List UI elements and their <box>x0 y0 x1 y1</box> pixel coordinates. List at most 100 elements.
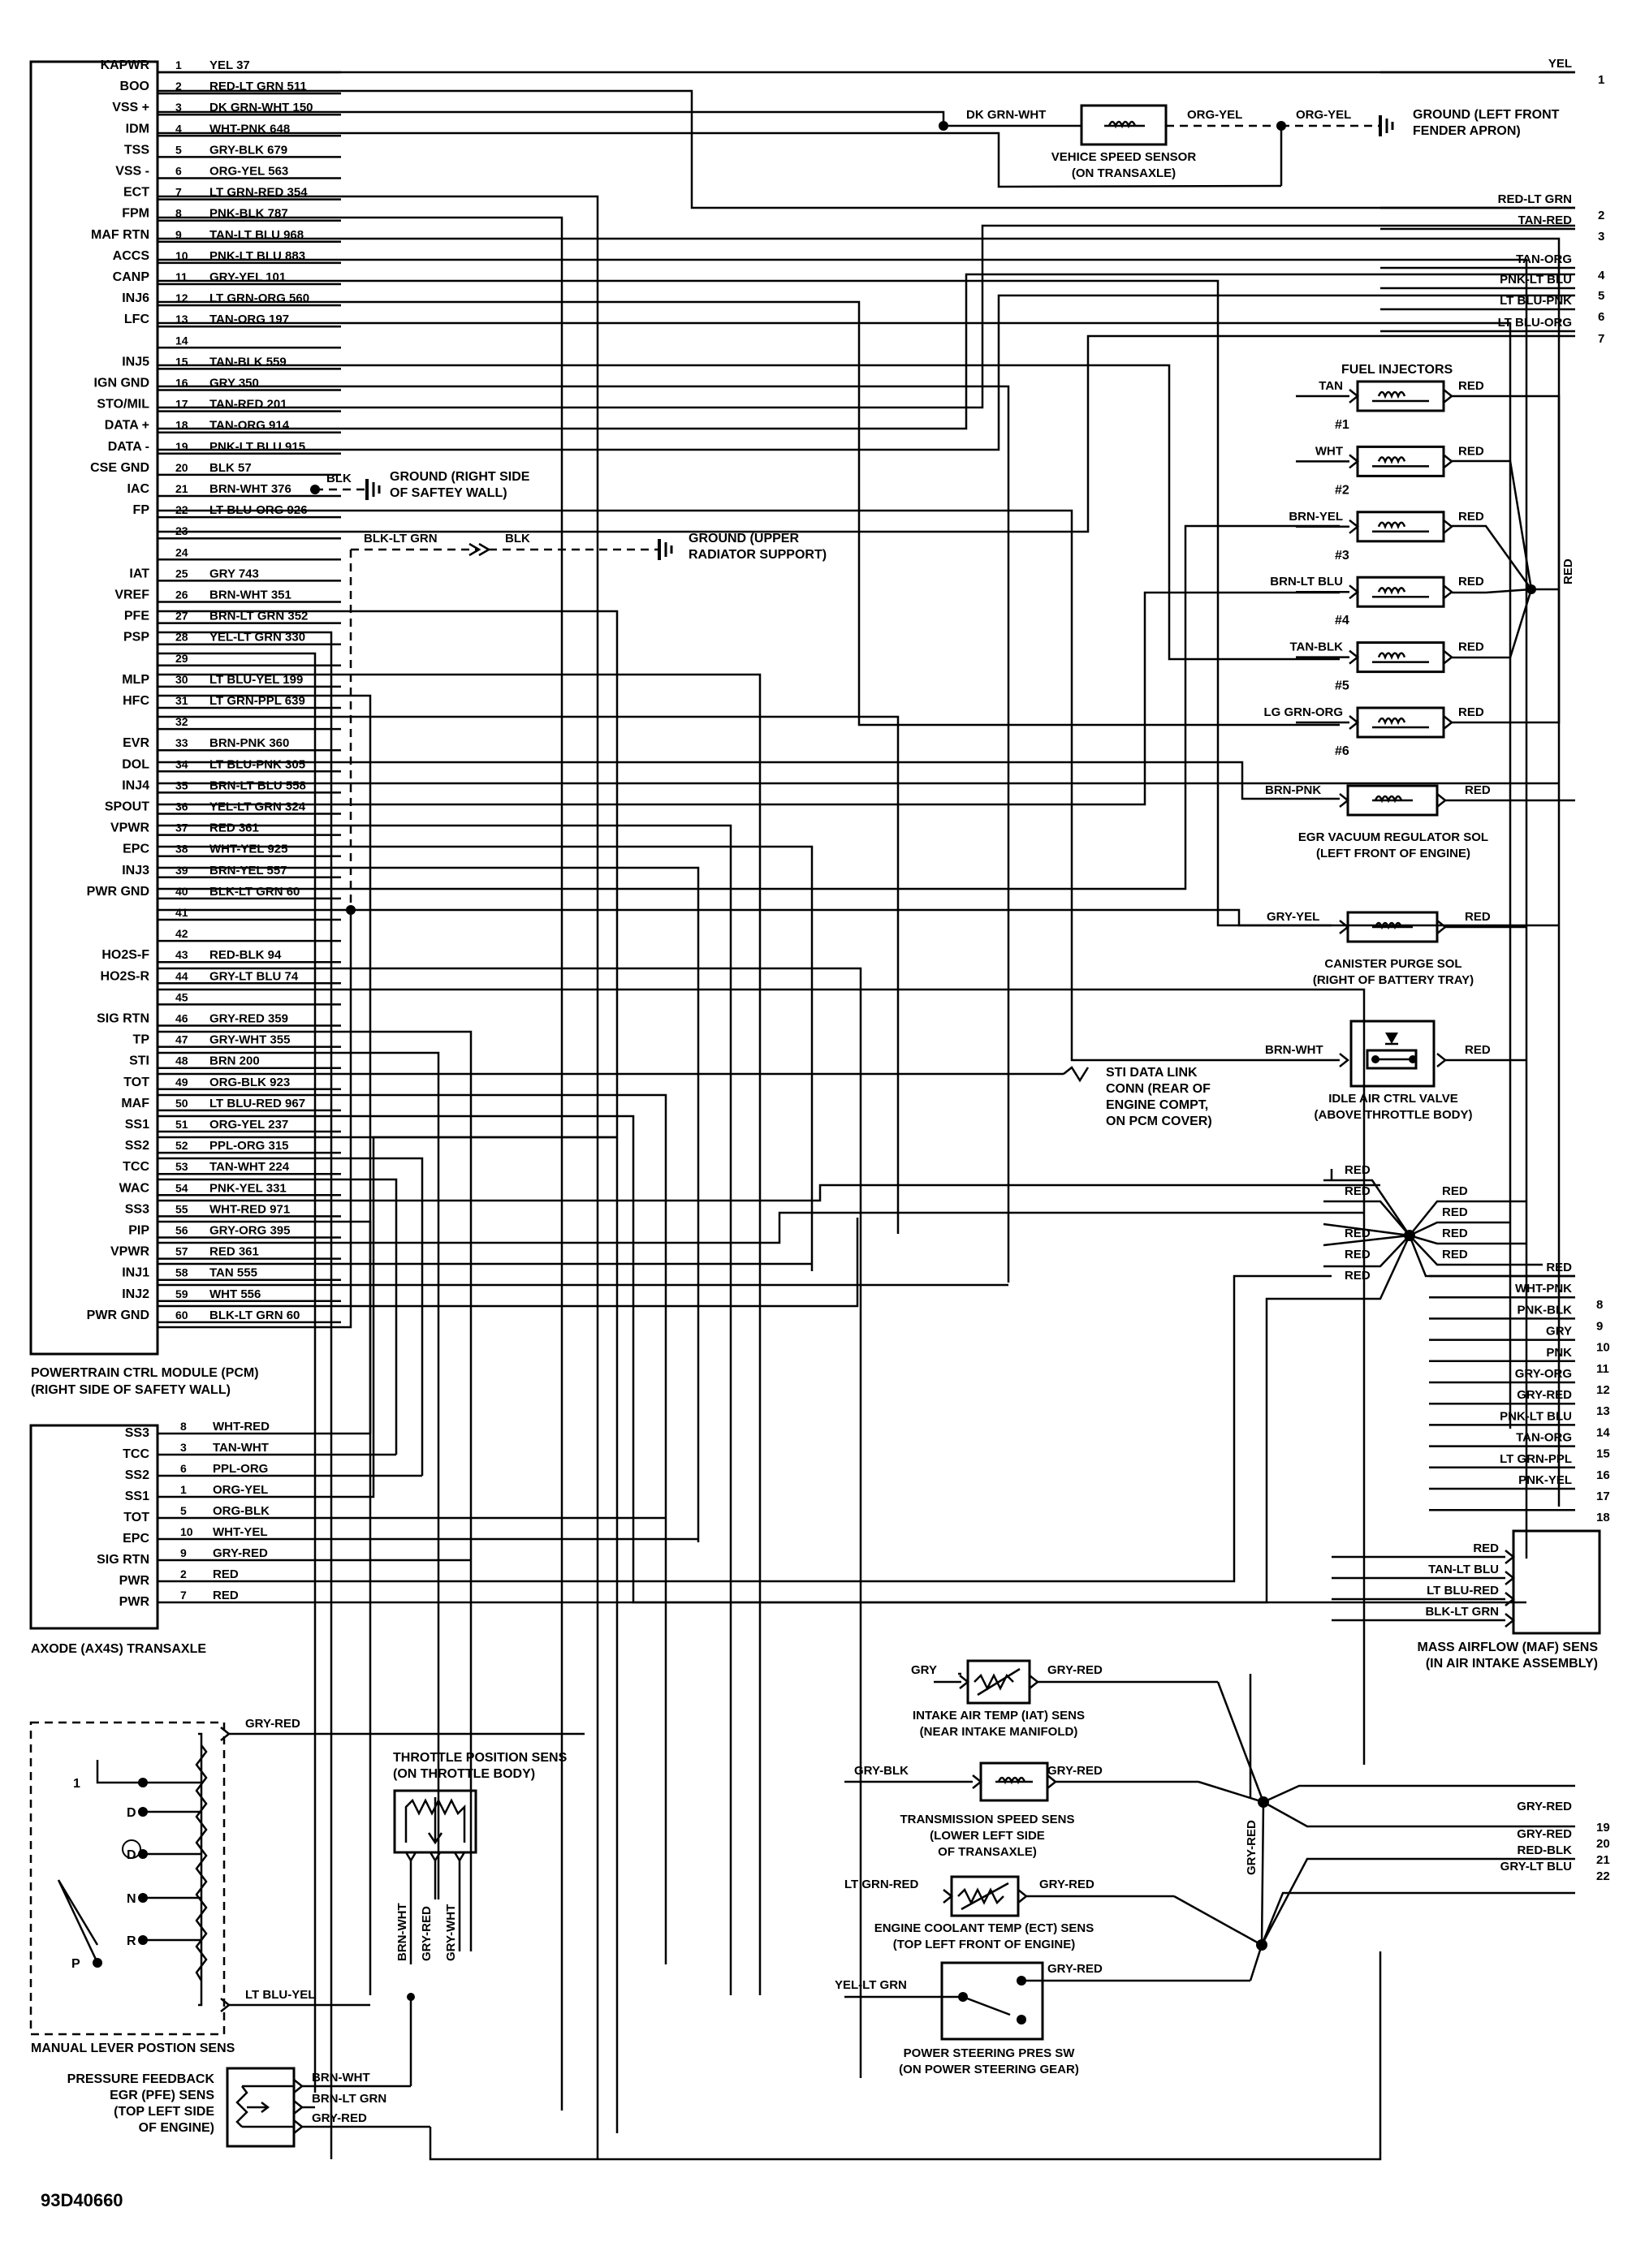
right-mid-wire-1: RED <box>1546 1261 1572 1274</box>
pcm-pin-51: 51 <box>175 1118 188 1131</box>
right-mid-wire-11: PNK-YEL <box>1518 1473 1572 1487</box>
right-top-wire-3: TAN-RED <box>1518 213 1573 227</box>
pcm-pin-38: 38 <box>175 843 188 856</box>
pcm-wire-5: GRY-BLK 679 <box>209 143 287 157</box>
pcm-signal-39: INJ3 <box>122 864 149 877</box>
pcm-wire-19: PNK-LT BLU 915 <box>209 440 305 454</box>
figure-id: 93D40660 <box>41 2190 123 2210</box>
pcm-signal-5: TSS <box>124 143 149 157</box>
maf-wire-4: BLK-LT GRN <box>1425 1605 1499 1619</box>
splice-red-5: RED <box>1345 1269 1371 1283</box>
engine-coolant-temp-sensor: LT GRN-RED GRY-RED ENGINE COOLANT TEMP (… <box>844 1875 1174 1951</box>
pcm-pin-21: 21 <box>175 482 188 495</box>
pcm-pin-36: 36 <box>175 800 188 813</box>
pcm-wire-35: BRN-LT BLU 558 <box>209 778 306 792</box>
pcm-pin-60: 60 <box>175 1309 188 1322</box>
pcm-wire-59: WHT 556 <box>209 1287 261 1301</box>
pcm-signal-21: IAC <box>127 482 149 496</box>
pfe-wire-2: BRN-LT GRN <box>312 2092 386 2106</box>
pcm-wire-49: ORG-BLK 923 <box>209 1076 290 1089</box>
pcm-signal-49: TOT <box>123 1076 149 1089</box>
pcm-pin-57: 57 <box>175 1245 188 1258</box>
injector-out-4: RED <box>1458 575 1484 589</box>
pcm-pin-8: 8 <box>175 207 182 220</box>
ground-radiator-wire1: BLK-LT GRN <box>364 532 438 545</box>
pcm-signal-55: SS3 <box>125 1202 149 1216</box>
mlp-position-3: D <box>127 1848 136 1862</box>
pcm-pin-29: 29 <box>175 652 188 665</box>
transaxle-wire-4: ORG-YEL <box>213 1483 268 1497</box>
pcm-wire-18: TAN-ORG 914 <box>209 419 290 433</box>
iat-wire-in: GRY <box>911 1663 937 1677</box>
pcm-wire-47: GRY-WHT 355 <box>209 1033 290 1047</box>
pcm-signal-11: CANP <box>113 270 150 284</box>
pcm-wire-30: LT BLU-YEL 199 <box>209 673 303 687</box>
injector-wire-3: BRN-YEL <box>1289 510 1343 524</box>
pcm-pin-33: 33 <box>175 736 188 749</box>
throttle-position-sensor: THROTTLE POSITION SENS (ON THROTTLE BODY… <box>393 1751 568 2001</box>
ground-pcm-label-2: OF SAFTEY WALL) <box>390 486 507 500</box>
iat-wire-out: GRY-RED <box>1047 1663 1103 1677</box>
transmission-speed-sensor: GRY-BLK GRY-RED TRANSMISSION SPEED SENS … <box>844 1761 1198 1859</box>
right-terminals-mid: REDWHT-PNK8PNK-BLK9GRY10PNK11GRY-ORG12GR… <box>1429 1261 1610 1524</box>
right-mid-num-6: 12 <box>1596 1383 1610 1397</box>
pcm-wire-58: TAN 555 <box>209 1266 257 1280</box>
pcm-signal-58: INJ1 <box>122 1266 149 1280</box>
pcm-signal-18: DATA + <box>105 419 149 433</box>
pcm-wire-26: BRN-WHT 351 <box>209 589 291 602</box>
right-mid-num-12: 18 <box>1596 1511 1610 1524</box>
pcm-wire-34: LT BLU-PNK 305 <box>209 757 305 771</box>
transaxle-wire-3: PPL-ORG <box>213 1462 268 1476</box>
pcm-pin-39: 39 <box>175 864 188 877</box>
pcm-wire-56: GRY-ORG 395 <box>209 1224 290 1238</box>
gry-red-bus: GRY-RED <box>1173 1674 1575 1981</box>
mlp-position-4: N <box>127 1892 136 1906</box>
pcm-signal-12: INJ6 <box>122 291 149 305</box>
pcm-pin-5: 5 <box>175 143 182 156</box>
pcm-wire-21: BRN-WHT 376 <box>209 482 291 496</box>
pcm-wire-28: YEL-LT GRN 330 <box>209 631 305 645</box>
injector-bus: RED <box>1452 395 1575 724</box>
right-top-num-4: 4 <box>1598 269 1605 282</box>
transaxle-wire-7: GRY-RED <box>213 1546 268 1560</box>
pcm-wire-50: LT BLU-RED 967 <box>209 1097 305 1110</box>
transaxle-wire-6: WHT-YEL <box>213 1525 268 1539</box>
right-bottom-wire-4: GRY-LT BLU <box>1500 1860 1572 1873</box>
right-bottom-num-1: 19 <box>1596 1821 1610 1835</box>
pcm-signal-54: WAC <box>119 1181 150 1195</box>
pcm-signal-47: TP <box>133 1033 150 1047</box>
iat-label-1: INTAKE AIR TEMP (IAT) SENS <box>913 1709 1085 1723</box>
pcm-pin-59: 59 <box>175 1287 188 1300</box>
right-top-wire-7: LT BLU-ORG <box>1498 316 1572 330</box>
vss-wire-in: DK GRN-WHT <box>966 108 1046 122</box>
splice-red-3: RED <box>1345 1227 1371 1240</box>
pcm-signal-6: VSS - <box>115 165 149 179</box>
injector-wire-5: TAN-BLK <box>1289 640 1343 654</box>
ground-pcm-wire-label: BLK <box>326 472 352 485</box>
pcm-wire-46: GRY-RED 359 <box>209 1012 288 1026</box>
transaxle-wire-8: RED <box>213 1567 239 1581</box>
transaxle-pin-3: 6 <box>180 1462 187 1475</box>
pcm-signal-38: EPC <box>123 843 149 856</box>
transaxle-pin-9: 7 <box>180 1589 187 1602</box>
pcm-pin-14: 14 <box>175 334 188 347</box>
tss-label-2: (LOWER LEFT SIDE <box>930 1829 1045 1843</box>
pcm-signal-28: PSP <box>123 631 149 645</box>
splice-red-6: RED <box>1442 1184 1468 1198</box>
pcm-pin-25: 25 <box>175 567 188 580</box>
transaxle-pin-2: 3 <box>180 1441 187 1454</box>
pcm-pin-35: 35 <box>175 778 188 791</box>
ect-label-2: (TOP LEFT FRONT OF ENGINE) <box>893 1938 1075 1951</box>
transaxle-signal-3: SS2 <box>125 1468 149 1482</box>
ect-wire-in: LT GRN-RED <box>844 1878 919 1891</box>
right-top-num-5: 5 <box>1598 289 1604 303</box>
pcm-pin-26: 26 <box>175 589 188 601</box>
sti-label-2: CONN (REAR OF <box>1106 1082 1211 1096</box>
pcm-wire-39: BRN-YEL 557 <box>209 864 287 877</box>
injectors-title: FUEL INJECTORS <box>1341 363 1453 377</box>
tps-label-2: (ON THROTTLE BODY) <box>393 1767 535 1781</box>
pcm-wire-36: YEL-LT GRN 324 <box>209 800 306 814</box>
